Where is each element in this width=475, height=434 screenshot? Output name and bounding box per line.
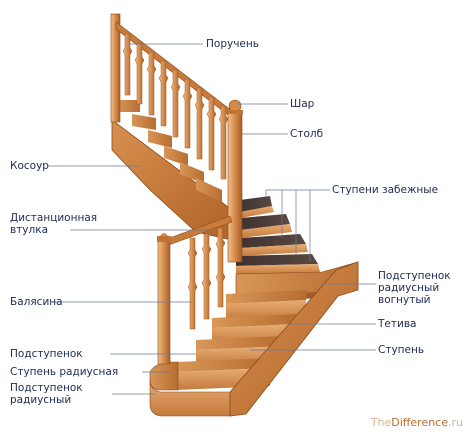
label-stupen: Ступень [378,344,425,356]
label-poruchen: Поручень [206,38,259,50]
watermark-part3: .ru [448,416,463,429]
watermark: TheDifference.ru [371,416,463,429]
upper-post [110,13,121,123]
leader-lines [48,43,376,395]
label-stupeni-zabezhnye: Ступени забежные [332,184,439,196]
winder-steps [236,196,320,274]
label-distancionnaya-1: Дистанционная [10,212,98,224]
upper-steps [118,100,222,202]
label-podstupenok-radiusnyi-1: Подступенок [10,382,83,394]
label-podstupenok-vognutyi-2: радиусный [378,282,440,294]
upper-balusters [122,33,229,180]
bottom-post-top [160,233,168,236]
label-stupen-radiusnaya: Ступень радиусная [10,366,119,378]
label-distancionnaya-2: втулка [10,224,49,236]
label-podstupenok-radiusnyi-2: радиусный [10,394,72,406]
watermark-part2: Difference [391,416,448,429]
newel-post [227,111,243,263]
label-kosour: Косоур [10,160,49,172]
label-podstupenok-vognutyi-1: Подступенок [378,270,451,282]
tetiva-body [229,261,359,417]
label-podstupenok: Подступенок [10,348,83,360]
label-tetiva: Тетива [378,318,417,330]
bottom-radius-step [149,361,179,391]
label-shar: Шар [290,98,315,110]
lower-balusters [187,227,226,330]
bottom-post-cap [157,236,171,242]
watermark-part1: The [370,416,392,429]
label-stolb: Столб [290,128,324,140]
post-cap [227,110,243,114]
label-balyasina: Балясина [10,296,63,308]
label-podstupenok-vognutyi-3: вогнутый [378,294,431,306]
